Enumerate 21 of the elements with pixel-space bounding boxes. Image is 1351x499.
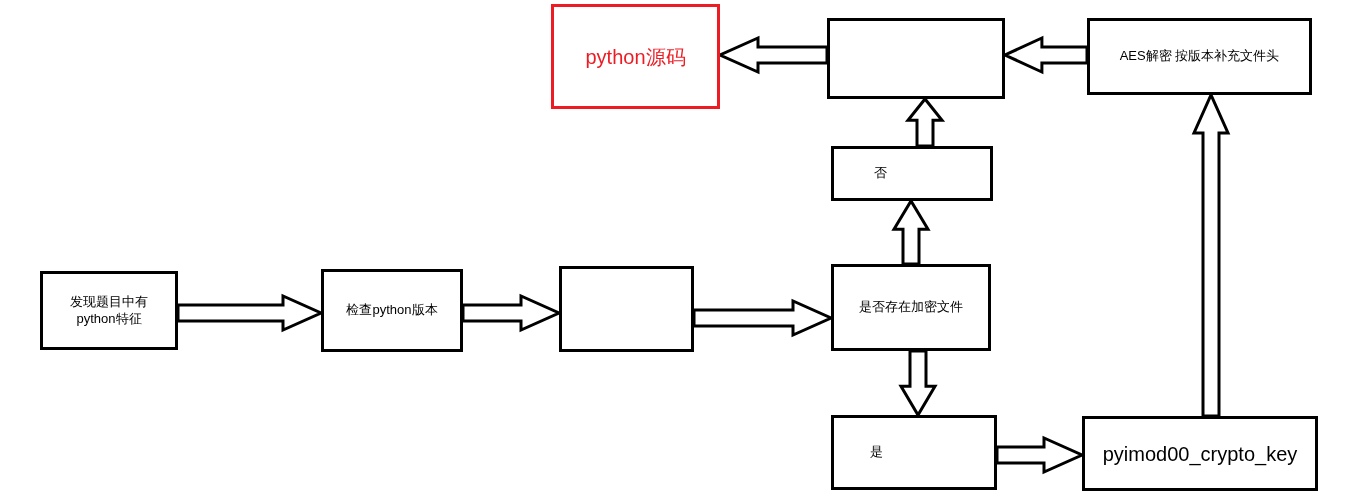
box-label: 检查python版本 xyxy=(345,302,439,319)
block-arrow xyxy=(891,198,931,266)
box-label: pyimod00_crypto_key xyxy=(1101,441,1299,467)
process-box xyxy=(831,415,997,490)
process-box xyxy=(831,146,993,201)
process-box xyxy=(559,266,694,352)
process-box xyxy=(551,4,720,109)
box-label: python源码 xyxy=(584,44,687,70)
process-box xyxy=(40,271,178,350)
box-label: 否 xyxy=(873,165,888,182)
box-label: 发现题目中有python特征 xyxy=(69,293,149,328)
block-arrow xyxy=(904,96,946,148)
process-box xyxy=(321,269,463,352)
block-arrow xyxy=(898,349,938,418)
process-box xyxy=(1082,416,1318,491)
box-label: 是否存在加密文件 xyxy=(858,299,964,316)
process-box xyxy=(827,18,1005,99)
process-box xyxy=(831,264,991,351)
box-label: 是 xyxy=(869,444,884,461)
process-box xyxy=(1087,18,1312,95)
box-label: AES解密 按版本补充文件头 xyxy=(1118,48,1281,65)
